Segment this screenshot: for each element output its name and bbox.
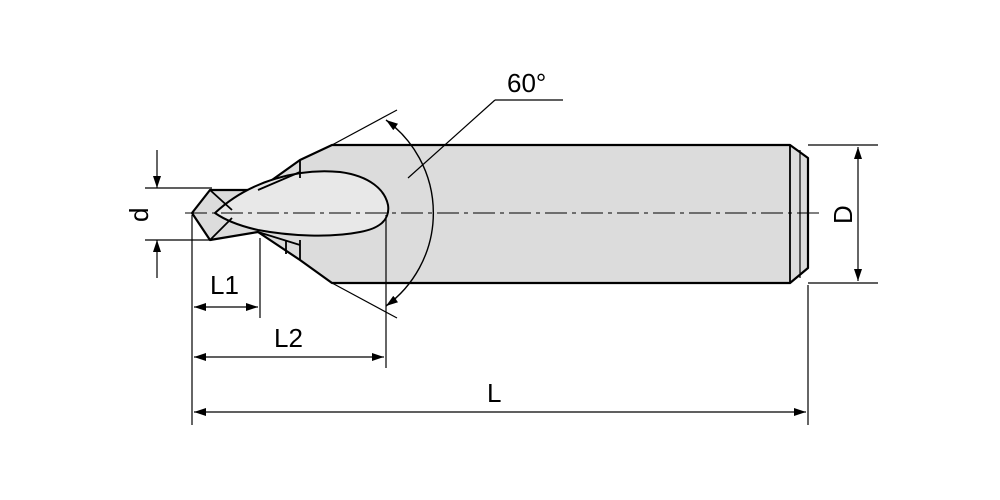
angle-arc: [385, 119, 434, 307]
flute-curve: [213, 170, 390, 237]
angle-extension-lower: [331, 282, 398, 319]
L2-dimension: L2: [194, 215, 387, 368]
d-label: d: [124, 208, 154, 222]
upper-flute-start: [257, 171, 301, 191]
L-label: L: [487, 378, 501, 408]
L2-label: L2: [274, 323, 303, 353]
tip-lower-edge: [209, 217, 233, 241]
L-dimension: L: [194, 285, 809, 425]
angle-label: 60°: [507, 68, 546, 98]
D-label: D: [828, 205, 858, 224]
tool-body: [190, 143, 810, 285]
small-diameter-dimension: d: [124, 150, 212, 278]
tip-upper-edge: [209, 189, 233, 211]
angle-extension-upper: [331, 109, 398, 146]
lower-flute-start: [257, 231, 301, 246]
angle-leader: [407, 99, 496, 179]
L1-dimension: L1: [191, 215, 261, 425]
shank-diameter-dimension: D: [808, 144, 878, 284]
L1-label: L1: [210, 270, 239, 300]
